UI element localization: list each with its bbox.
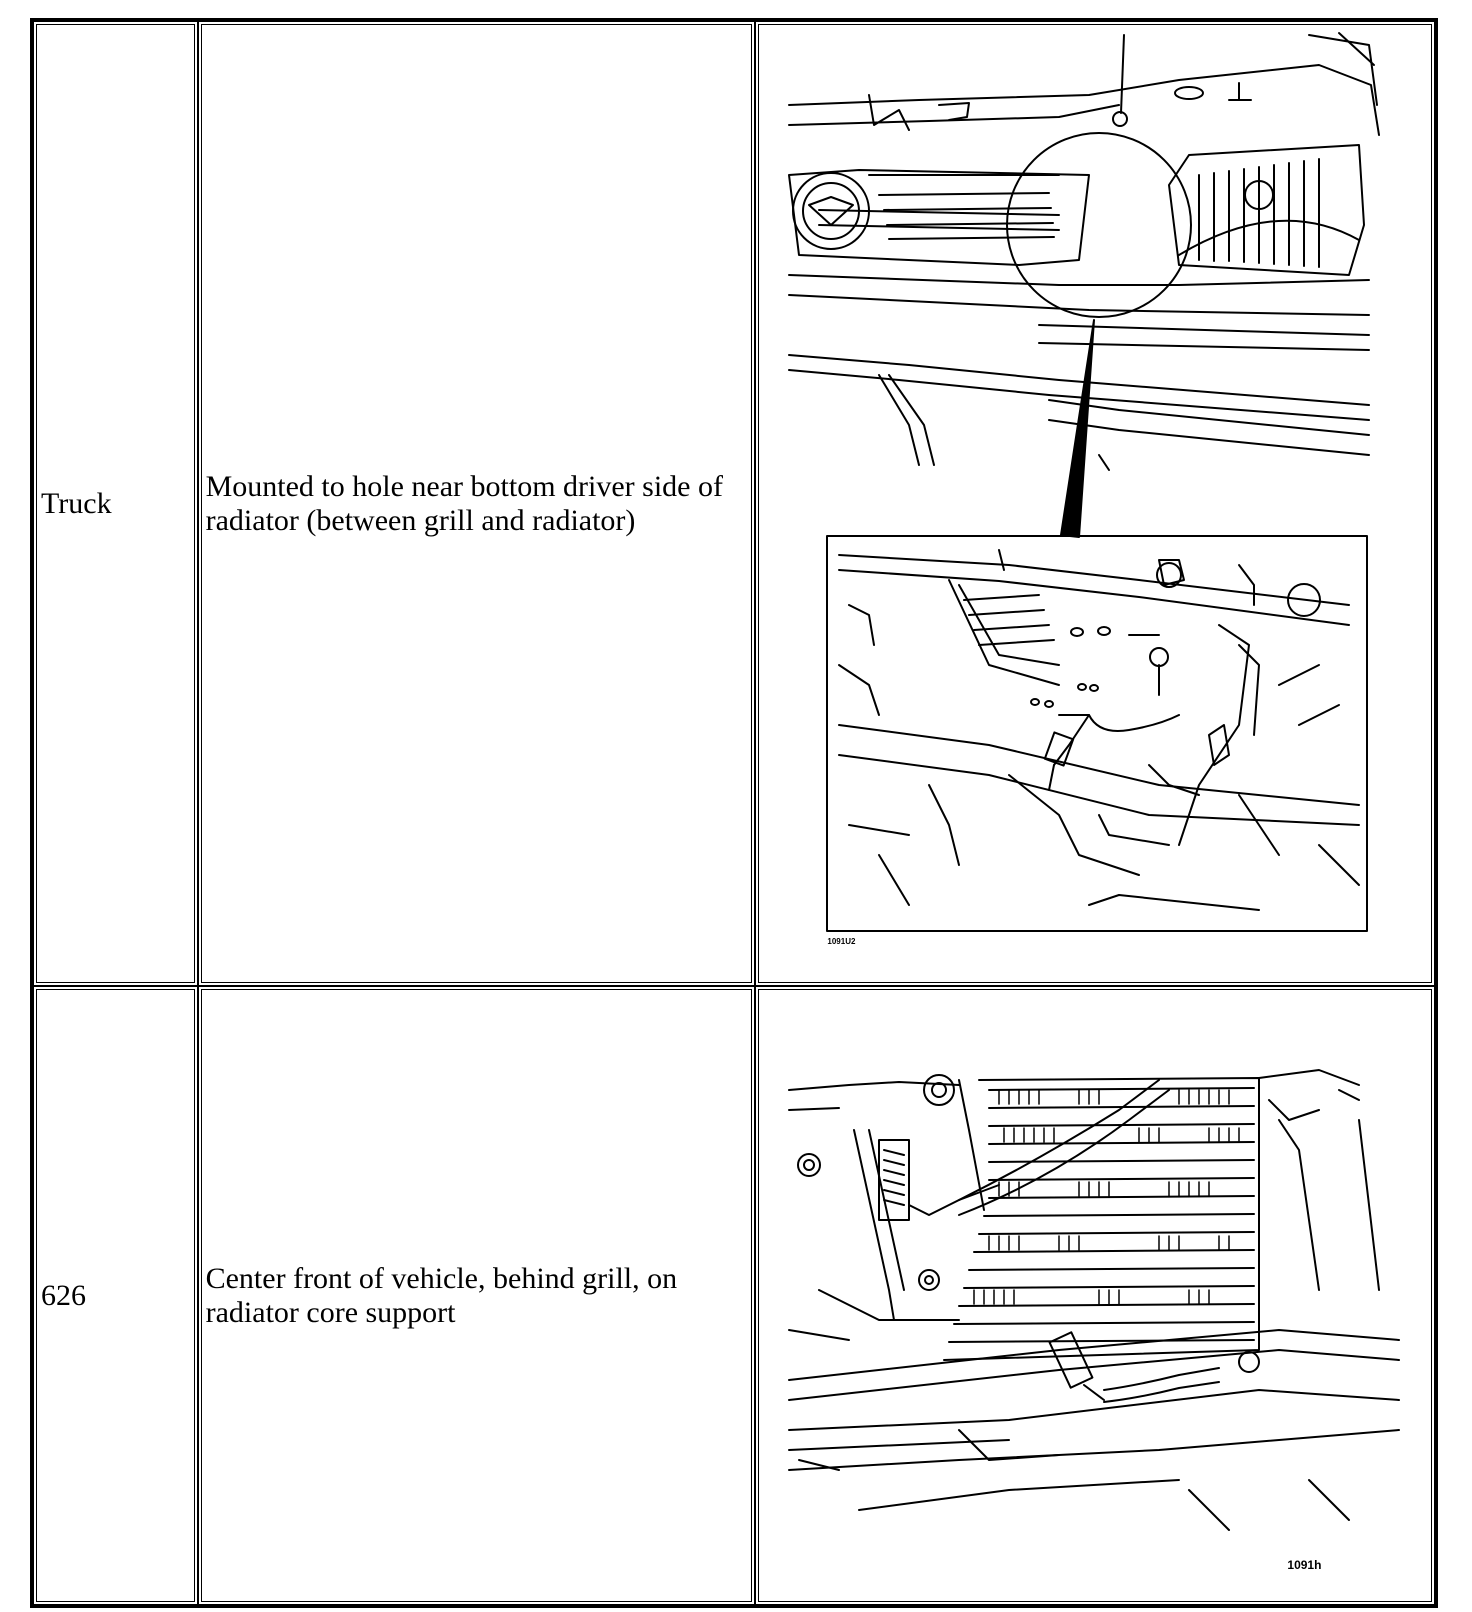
figure-code: 1091h: [1287, 1558, 1322, 1572]
location-table: Truck Mounted to hole near bottom driver…: [30, 18, 1438, 1608]
model-label: Truck: [41, 486, 112, 520]
table-row: 626 Center front of vehicle, behind gril…: [33, 986, 1435, 1605]
model-label: 626: [41, 1278, 86, 1312]
location-description: Mounted to hole near bottom driver side …: [205, 469, 723, 537]
model-cell: 626: [33, 986, 198, 1605]
location-cell: Center front of vehicle, behind grill, o…: [197, 986, 756, 1605]
truck-sensor-illustration: 1091U2: [759, 25, 1431, 982]
figure-cell: 1091U2: [755, 21, 1435, 986]
figure-code: 1091U2: [827, 937, 856, 946]
figure-cell: 1091h: [755, 986, 1435, 1605]
626-radiator-drawing: [788, 1069, 1401, 1531]
626-sensor-illustration: 1091h: [759, 990, 1431, 1601]
location-description: Center front of vehicle, behind grill, o…: [205, 1261, 678, 1329]
table-row: Truck Mounted to hole near bottom driver…: [33, 21, 1435, 986]
truck-front-drawing: [788, 32, 1381, 932]
model-cell: Truck: [33, 21, 198, 986]
location-cell: Mounted to hole near bottom driver side …: [197, 21, 756, 986]
